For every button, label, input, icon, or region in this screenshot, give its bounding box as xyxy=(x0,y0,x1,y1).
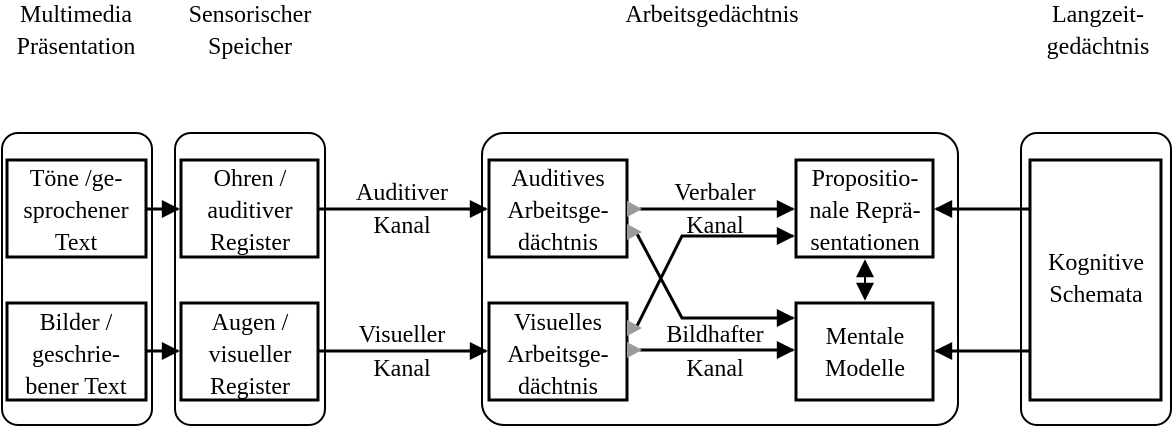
ears-line-3: Register xyxy=(210,230,290,256)
group-long-term xyxy=(1020,132,1172,426)
auditory-wm-line-2: Arbeitsge- xyxy=(507,198,608,224)
label-visual-channel-1: Visueller xyxy=(359,322,446,348)
auditory-wm-line-3: dächtnis xyxy=(518,230,598,256)
label-verbal-channel-1: Verbaler xyxy=(674,180,755,206)
header-long-term: Langzeit- xyxy=(1052,2,1144,28)
label-auditory-channel-2: Kanal xyxy=(373,213,431,239)
schemata-line-2: Schemata xyxy=(1049,282,1143,308)
ears-line-1: Ohren / xyxy=(214,166,287,192)
tones-line-3: Text xyxy=(55,230,98,256)
mental-models-line-2: Modelle xyxy=(825,356,905,382)
propositional-line-3: sentationen xyxy=(810,230,919,256)
images-line-2: geschrie- xyxy=(32,342,120,368)
label-pictorial-channel-1: Bildhafter xyxy=(666,322,763,348)
arrow-auditory-to-mental-models xyxy=(634,231,795,327)
propositional-line-2: nale Reprä- xyxy=(809,198,920,224)
images-line-1: Bilder / xyxy=(40,310,113,336)
eyes-line-2: visueller xyxy=(209,342,292,368)
header-memory: Speicher xyxy=(208,34,292,60)
header-sensory: Sensorischer xyxy=(189,2,312,28)
tones-line-2: sprochener xyxy=(23,198,128,224)
visual-wm-line-2: Arbeitsge- xyxy=(507,342,608,368)
mental-models-line-1: Mentale xyxy=(826,324,905,350)
group-working-memory xyxy=(481,132,959,426)
header-presentation: Präsentation xyxy=(17,34,136,60)
marker-auditory-pictorial xyxy=(627,224,642,240)
marker-visual-pictorial xyxy=(627,342,642,358)
group-multimedia xyxy=(1,132,153,426)
label-auditory-channel-1: Auditiver xyxy=(356,180,448,206)
propositional-line-1: Propositio- xyxy=(812,166,919,192)
visual-wm-line-1: Visuelles xyxy=(514,310,602,336)
eyes-line-3: Register xyxy=(210,374,290,400)
header-memory-lt: gedächtnis xyxy=(1047,34,1150,60)
marker-visual-verbal xyxy=(627,320,642,336)
auditory-wm-line-1: Auditives xyxy=(511,166,604,192)
label-verbal-channel-2: Kanal xyxy=(686,213,744,239)
ears-line-2: auditiver xyxy=(207,198,292,224)
header-working-memory: Arbeitsgedächtnis xyxy=(625,2,798,28)
arrow-visual-to-propositional xyxy=(634,227,795,329)
header-multimedia: Multimedia xyxy=(20,2,132,28)
label-pictorial-channel-2: Kanal xyxy=(686,356,744,382)
group-sensory xyxy=(174,132,326,426)
box-schemata xyxy=(1028,158,1163,402)
images-line-3: bener Text xyxy=(25,374,127,400)
box-mental-models xyxy=(794,301,935,402)
eyes-line-1: Augen / xyxy=(212,310,289,336)
schemata-line-1: Kognitive xyxy=(1048,250,1144,276)
label-visual-channel-2: Kanal xyxy=(373,356,431,382)
tones-line-1: Töne /ge- xyxy=(30,166,123,192)
visual-wm-line-3: dächtnis xyxy=(518,374,598,400)
box-propositional xyxy=(794,158,935,259)
marker-auditory-verbal xyxy=(627,201,642,217)
